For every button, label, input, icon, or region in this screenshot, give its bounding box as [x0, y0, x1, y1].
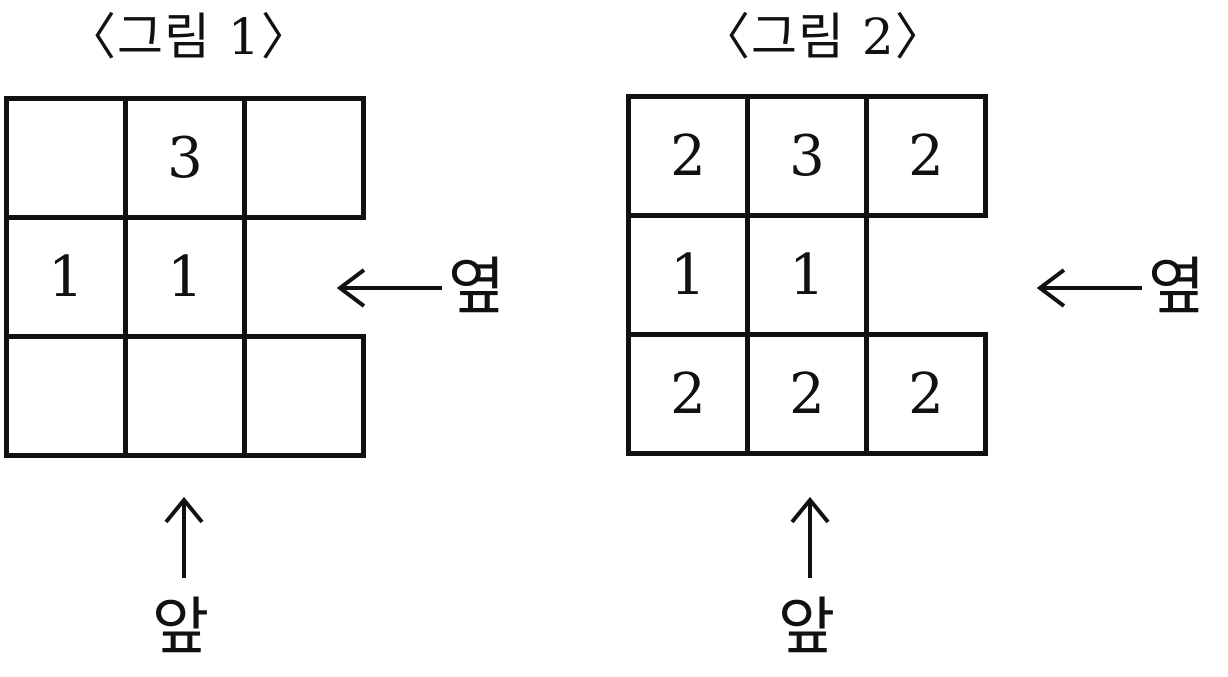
- grid-cell: [242, 96, 366, 220]
- side-label: 옆: [448, 250, 506, 323]
- grid-cell: 2: [626, 332, 750, 456]
- grid-cell: 1: [626, 213, 750, 337]
- front-arrow-icon: [164, 496, 204, 578]
- side-arrow-icon: [1036, 268, 1142, 308]
- grid-cell: [123, 334, 247, 458]
- grid-cell: 3: [745, 94, 869, 218]
- side-label: 옆: [1148, 250, 1206, 323]
- grid-cell: 2: [864, 332, 988, 456]
- grid-cell: [4, 96, 128, 220]
- figure-title: 〈그림 1〉: [66, 8, 312, 66]
- grid-cell: 1: [123, 215, 247, 339]
- grid-cell: 2: [626, 94, 750, 218]
- front-label: 앞: [778, 590, 836, 663]
- grid-cell: 2: [745, 332, 869, 456]
- grid-cell: [4, 334, 128, 458]
- front-label: 앞: [152, 590, 210, 663]
- grid-cell: 2: [864, 94, 988, 218]
- grid-cell: [242, 334, 366, 458]
- front-arrow-icon: [790, 496, 830, 578]
- figure-title: 〈그림 2〉: [700, 8, 946, 66]
- grid-cell: 1: [745, 213, 869, 337]
- side-arrow-icon: [336, 268, 442, 308]
- grid-cell: 3: [123, 96, 247, 220]
- grid-cell: 1: [4, 215, 128, 339]
